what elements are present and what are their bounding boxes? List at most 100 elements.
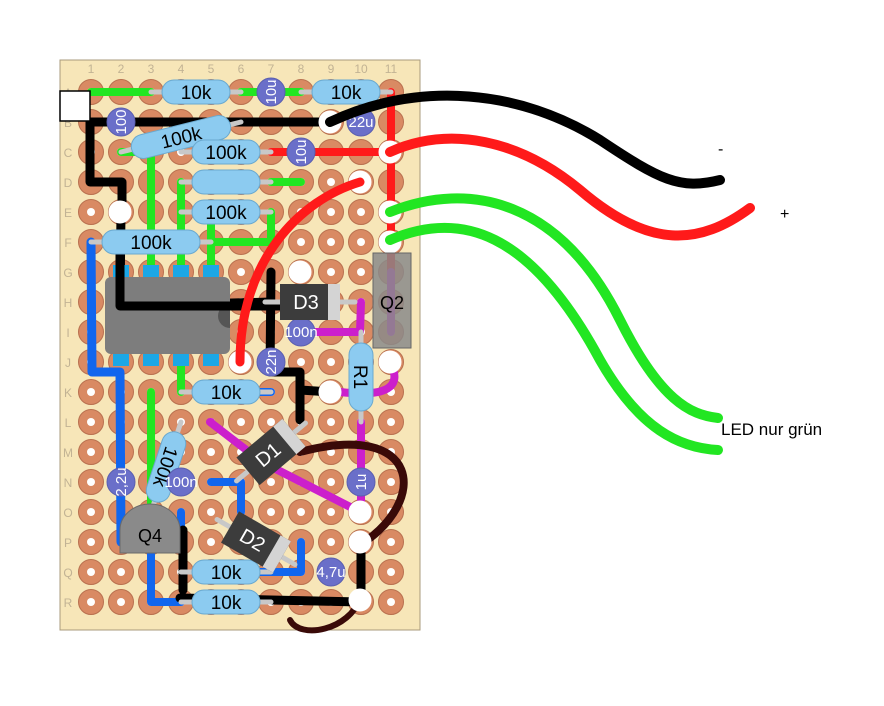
pad-hole	[87, 538, 95, 546]
pad-hole	[387, 478, 395, 486]
resistor-label: 100k	[205, 143, 247, 164]
wire-minus	[325, 90, 725, 189]
resistor-body	[191, 379, 261, 405]
resistor-label: R1	[349, 365, 370, 389]
capacitor: 100n	[164, 467, 198, 497]
resistor-body	[311, 79, 381, 105]
pad-hole	[87, 388, 95, 396]
wire-green	[207, 208, 275, 246]
resistor-body	[191, 589, 261, 615]
wire-end-ring	[348, 588, 372, 612]
column-label: 1	[88, 62, 95, 76]
row-labels: ABCDEFGHIJKLMNOPQR	[63, 86, 73, 610]
resistor-body	[191, 199, 261, 225]
capacitor: 100	[106, 107, 136, 137]
wire-end-ring	[318, 380, 342, 404]
wire-end-ring	[348, 530, 372, 554]
row-label: B	[64, 116, 72, 130]
row-label: P	[64, 536, 72, 550]
wire-blue	[207, 478, 245, 516]
pad-hole	[117, 598, 125, 606]
pad-hole	[87, 478, 95, 486]
resistor-body-group: 10k	[311, 79, 381, 105]
pad-hole	[327, 268, 335, 276]
external-wires	[325, 90, 755, 455]
resistor-body	[191, 169, 261, 195]
transistor-label: Q4	[138, 526, 162, 546]
column-label: 7	[268, 62, 275, 76]
resistor-body-group: 100k	[101, 229, 201, 255]
wire-black	[265, 267, 305, 425]
row-label: K	[64, 386, 72, 400]
capacitor: 1u	[346, 467, 376, 497]
led-label: LED nur grün	[721, 420, 823, 439]
ic-pin	[203, 352, 219, 366]
diode: D2	[214, 511, 298, 573]
pad-hole	[87, 208, 95, 216]
capacitor-label: 100n	[284, 324, 317, 341]
transistor-body	[372, 252, 412, 349]
diode: D3	[262, 284, 358, 320]
column-label: 9	[328, 62, 335, 76]
wire-led-2	[385, 222, 723, 455]
resistor-label: 10k	[211, 383, 242, 404]
pad-hole	[387, 568, 395, 576]
row-label: M	[63, 446, 73, 460]
pad-hole	[207, 448, 215, 456]
pad-hole	[207, 508, 215, 516]
resistor-body-group: 10k	[161, 79, 231, 105]
pad-hole	[327, 178, 335, 186]
pad-hole	[327, 508, 335, 516]
wire-end-ring	[108, 200, 132, 224]
capacitor-body	[256, 347, 286, 377]
capacitor-label: 100n	[164, 474, 197, 491]
capacitor: 10u	[286, 137, 316, 167]
ic-pin	[203, 265, 219, 279]
capacitor-body	[166, 467, 196, 497]
row-label: I	[66, 326, 69, 340]
diode-cathode-band	[273, 418, 306, 455]
resistor-label: 10k	[211, 593, 242, 614]
wire-plus	[385, 133, 755, 241]
resistor: 10k	[298, 79, 394, 105]
resistor-label: 100k	[205, 203, 247, 224]
resistor: 10k	[148, 79, 244, 105]
capacitor-label: 4,7u	[316, 564, 345, 581]
wires-over	[235, 177, 365, 367]
ic-pin	[173, 265, 189, 279]
row-label: L	[65, 416, 72, 430]
capacitor: 2,2u	[106, 467, 136, 497]
wire-end-ring	[348, 500, 372, 524]
row-label: G	[63, 266, 72, 280]
diode: D1	[234, 418, 308, 486]
resistor-body	[191, 559, 261, 585]
pad-hole	[327, 208, 335, 216]
pad-hole	[387, 598, 395, 606]
row-label: R	[64, 596, 73, 610]
diode-cathode-band	[328, 284, 340, 320]
resistor-body-group: R1	[348, 342, 374, 412]
capacitor-body	[256, 77, 286, 107]
pad-hole	[327, 358, 335, 366]
column-label: 5	[208, 62, 215, 76]
resistor-label: 10k	[181, 83, 212, 104]
ic-chip	[105, 235, 285, 366]
row-label: N	[64, 476, 73, 490]
capacitor: 4,7u	[316, 557, 346, 587]
resistor: 10k	[178, 379, 274, 405]
capacitor-body	[346, 467, 376, 497]
resistor-label: 10k	[331, 83, 362, 104]
pad-hole	[387, 418, 395, 426]
pad-hole	[327, 538, 335, 546]
pad-hole	[327, 418, 335, 426]
pad-hole	[357, 238, 365, 246]
resistor-body-group	[191, 169, 261, 195]
minus-terminal-label: -	[718, 141, 724, 158]
wire-led-1	[385, 193, 723, 423]
capacitor: 10u	[256, 77, 286, 107]
resistor-label: 100k	[130, 233, 172, 254]
wire-blue	[147, 538, 185, 606]
resistor-body	[191, 139, 261, 165]
